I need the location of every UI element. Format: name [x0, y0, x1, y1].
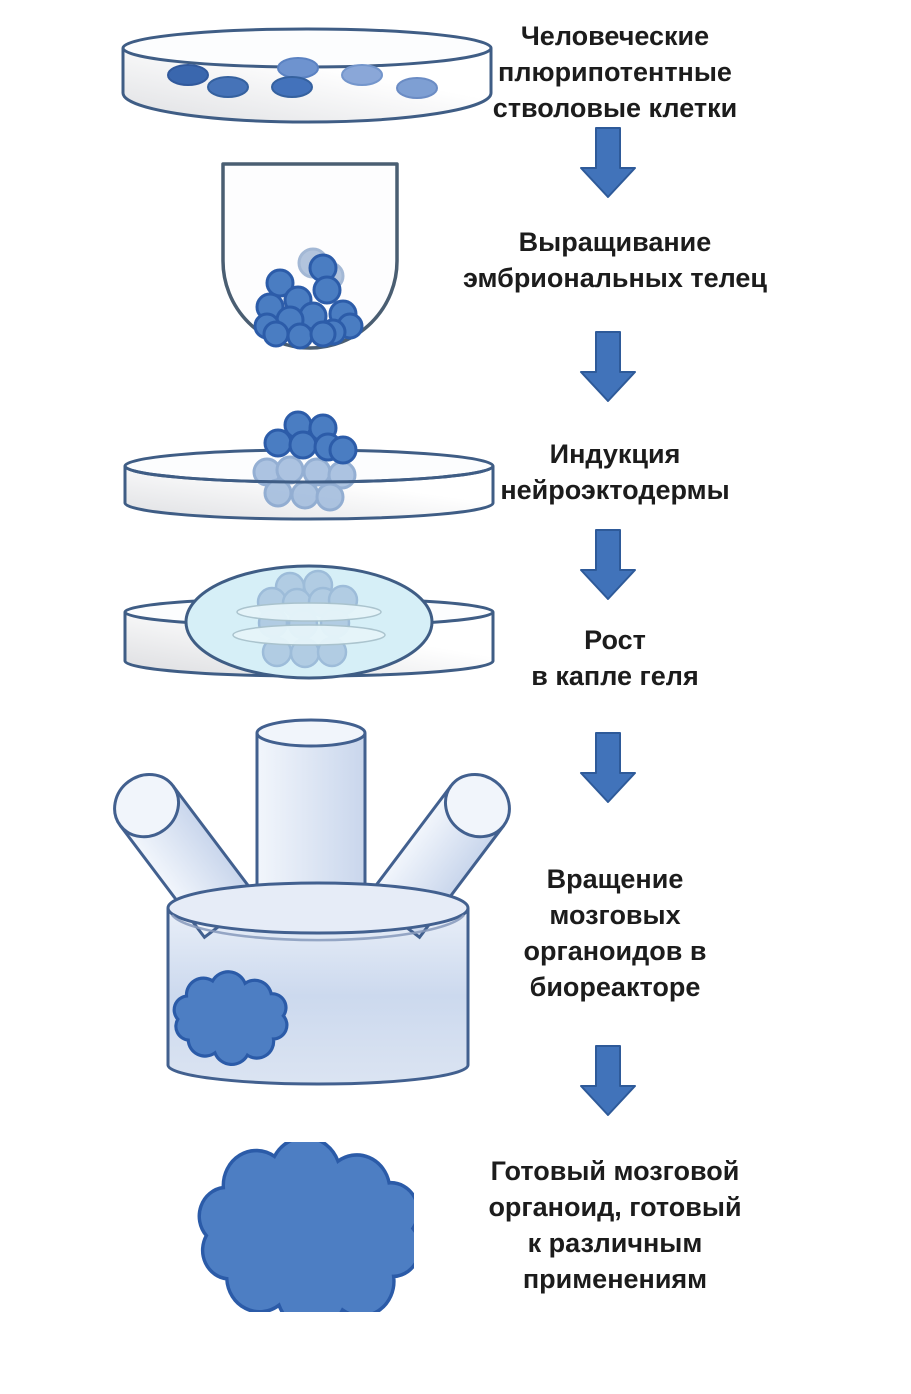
- step-5-label: Вращение мозговых органоидов в биореакто…: [523, 864, 707, 1002]
- gel-streaks: [232, 602, 386, 646]
- brain-organoid-illustration: [197, 1142, 414, 1312]
- submerged-aggregate-spheres: [252, 455, 357, 512]
- bioreactor-illustration: [113, 718, 511, 1086]
- down-arrow-icon: [580, 331, 636, 402]
- neuroectoderm-dish-illustration: [123, 410, 495, 521]
- aggregate-spheres: [263, 410, 358, 465]
- step-2-label: Выращивание эмбриональных телец: [462, 227, 768, 293]
- down-arrow-icon: [580, 732, 636, 803]
- down-arrow-icon: [580, 1045, 636, 1116]
- down-arrow-icon: [580, 127, 636, 198]
- step-4-label: Рост в капле геля: [531, 625, 699, 691]
- petri-dish-stem-cells-illustration: [121, 27, 493, 124]
- down-arrow-icon: [580, 529, 636, 600]
- bioreactor-rim: [166, 881, 470, 935]
- rotating-organoid: [172, 970, 289, 1066]
- stem-cell-colonies: [167, 57, 438, 99]
- step-3-label: Индукция нейроэктодермы: [500, 439, 730, 505]
- u-well-embryoid-bodies-illustration: [221, 162, 399, 350]
- embryoid-bodies: [253, 253, 364, 350]
- step-1-label: Человеческие плюрипотентные стволовые кл…: [492, 21, 738, 123]
- gel-droplet-dish-illustration: [123, 564, 495, 680]
- step-6-label: Готовый мозговой органоид, готовый к раз…: [488, 1156, 742, 1294]
